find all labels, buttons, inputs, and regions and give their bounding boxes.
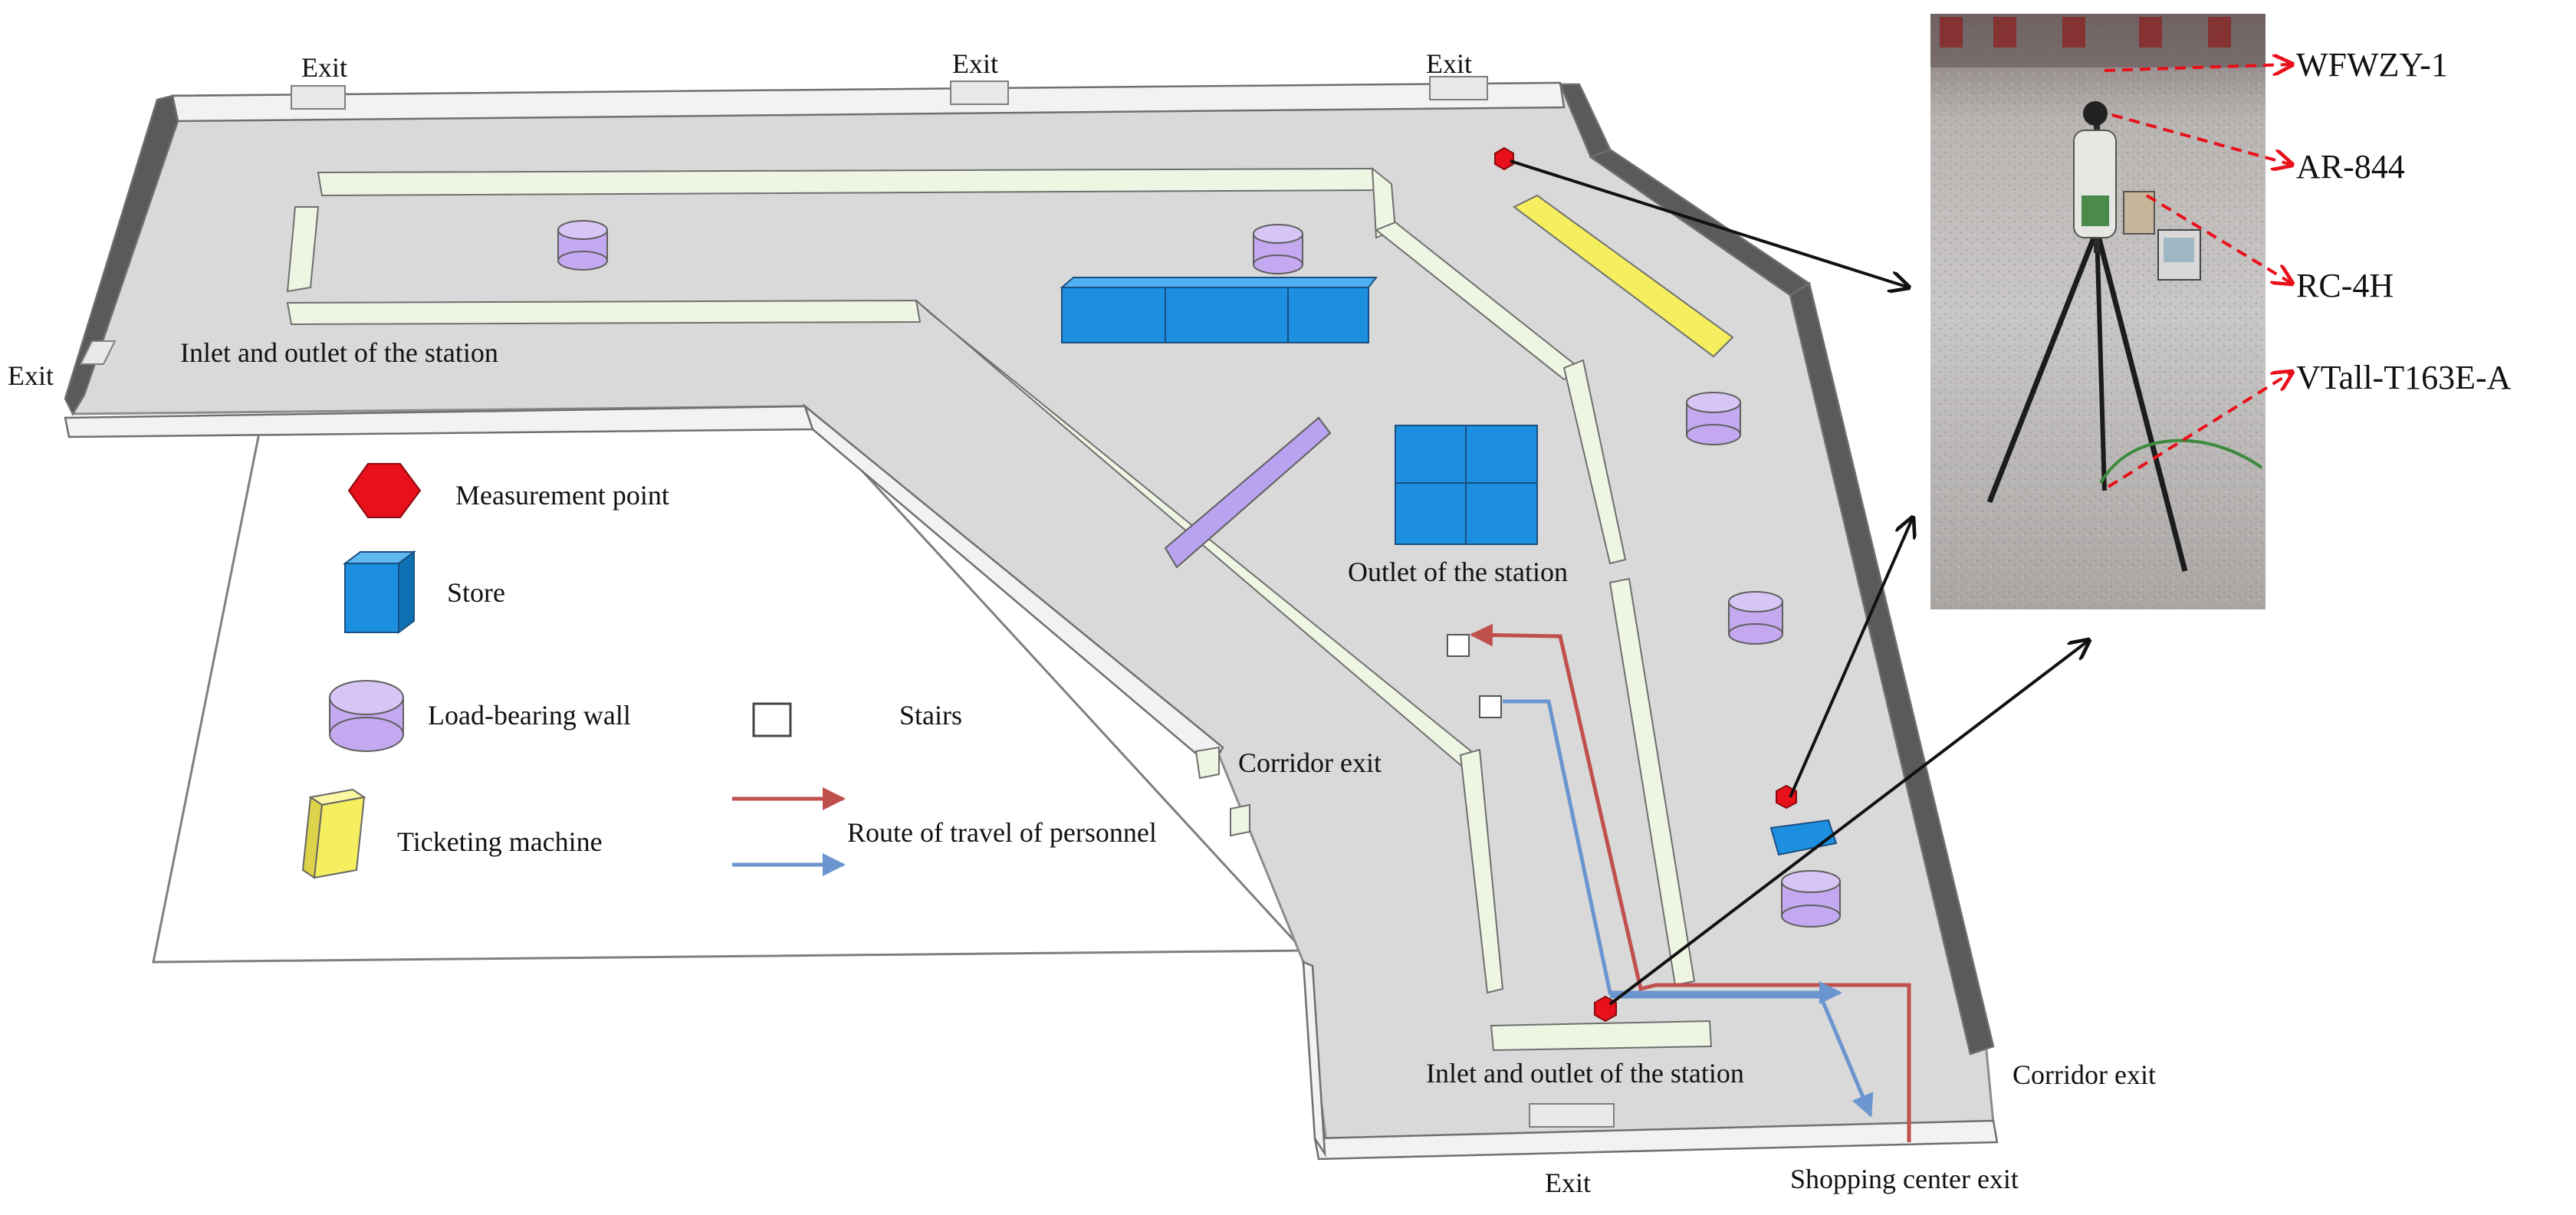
- legend-stairs-icon: [752, 702, 792, 737]
- instrument-label-2: RC-4H: [2296, 267, 2394, 304]
- label-inlet-outlet-bottom: Inlet and outlet of the station: [1426, 1058, 1744, 1089]
- label-exit-top-mid: Exit: [952, 48, 998, 79]
- instrument-label-0: WFWZY-1: [2296, 46, 2448, 84]
- legend-ticket-icon: [301, 788, 366, 879]
- label-exit-top-left: Exit: [301, 52, 347, 83]
- legend-load-wall-label: Load-bearing wall: [428, 700, 631, 731]
- label-exit-top-right: Exit: [1426, 48, 1472, 79]
- legend: [301, 463, 846, 879]
- ticketing-machine: [1513, 194, 1734, 358]
- legend-stairs-label: Stairs: [899, 700, 962, 731]
- legend-load-wall-icon: [329, 680, 404, 752]
- route-red: [1470, 623, 1911, 1142]
- route-blue: [1503, 699, 1874, 1118]
- stores: [1060, 277, 1838, 856]
- exit-gaps: [79, 76, 1615, 1128]
- instrument-photo: [1930, 14, 2266, 609]
- legend-store-label: Store: [447, 577, 505, 608]
- legend-ticket-label: Ticketing machine: [397, 826, 603, 857]
- instrument-label-1: AR-844: [2296, 148, 2405, 186]
- instrument-pointers: [2104, 64, 2292, 488]
- load-bearing-cylinders: [557, 220, 1841, 928]
- legend-store-icon: [343, 550, 416, 634]
- purple-barrier: [1164, 416, 1332, 569]
- legend-measurement-label: Measurement point: [455, 480, 669, 511]
- label-corridor-exit-mid: Corridor exit: [1238, 747, 1382, 778]
- legend-route-label: Route of travel of personnel: [847, 817, 1157, 848]
- label-inlet-outlet-top: Inlet and outlet of the station: [180, 337, 498, 368]
- measurement-points: [1494, 146, 1797, 1023]
- label-corridor-exit-right: Corridor exit: [2013, 1059, 2156, 1090]
- label-shopping-center-exit: Shopping center exit: [1790, 1164, 2019, 1194]
- label-exit-left: Exit: [8, 360, 54, 391]
- label-exit-bottom: Exit: [1545, 1167, 1591, 1198]
- legend-measurement-icon: [347, 463, 422, 518]
- stairs: [1447, 634, 1502, 718]
- text-labels: Exit Exit Exit Exit Exit Inlet and outle…: [8, 46, 2512, 1198]
- instrument-label-3: VTall-T163E-A: [2296, 359, 2512, 396]
- label-outlet-station: Outlet of the station: [1348, 557, 1568, 587]
- connector-arrows: [1510, 159, 2089, 1006]
